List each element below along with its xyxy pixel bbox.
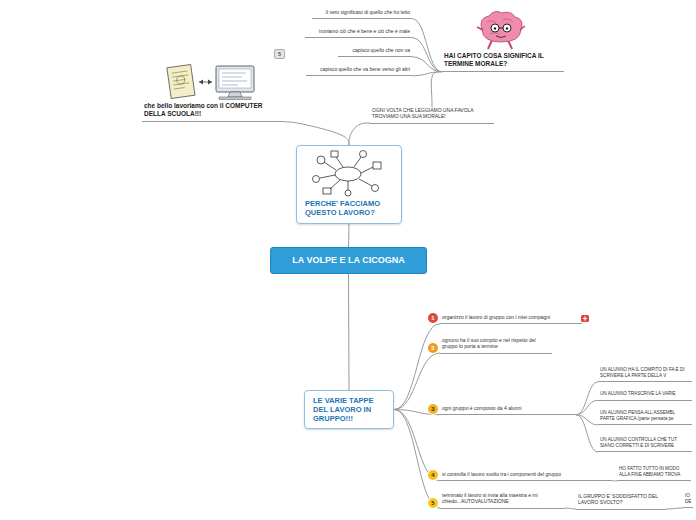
branch-connector — [349, 123, 370, 145]
node-text: OGNI VOLTA CHE LEGGIAMO UNA FAVOLA TROVI… — [372, 107, 492, 120]
branch-topic: OGNI VOLTA CHE LEGGIAMO UNA FAVOLA TROVI… — [370, 107, 494, 124]
brain-character — [477, 12, 525, 49]
node-text: capisco quello che va bene verso gli alt… — [320, 66, 410, 72]
step-topic: si controlla il lavoro svolto tra i comp… — [440, 471, 612, 481]
branch-connector — [348, 224, 350, 247]
step-topic: ogni gruppo è composto da 4 alunni — [440, 405, 576, 415]
central-topic: LA VOLPE E LA CICOGNA — [270, 247, 427, 274]
branch-connector — [412, 38, 442, 72]
leaf-topic: UN ALUNNO PENSA ALL'ASSEMBL PARTE GRAFIC… — [598, 410, 692, 425]
leaf-topic: UN ALUNNO CONTROLLA CHE TUT SIANO CORRET… — [598, 437, 692, 452]
node-text: troviamo ciò che è bene e ciò che è male — [319, 28, 410, 34]
node-text: PERCHE' FACCIAMO QUESTO LAVORO? — [305, 199, 393, 217]
node-text: terminato il lavoro si invia alla maestr… — [442, 492, 563, 505]
main-topic-box: LE VARIE TAPPE DEL LAVORO IN GRUPPO!!! — [304, 390, 394, 429]
branch-connector — [412, 72, 442, 76]
node-text: capisco quello che non va — [352, 47, 410, 53]
concept-sketch — [313, 151, 382, 197]
leaf-topic: troviamo ciò che è bene e ciò che è male — [305, 28, 412, 38]
node-text: IO DE — [685, 493, 691, 504]
node-text: che bello lavoriamo con il COMPUTER DELL… — [144, 102, 281, 118]
leaf-topic: il vero significato di quello che ho let… — [312, 9, 412, 19]
leaf-topic: IL GRUPPO E' SODDISFATTO DEL LAVORO SVOL… — [576, 493, 666, 510]
node-text: LE VARIE TAPPE DEL LAVORO IN GRUPPO!!! — [313, 396, 385, 423]
leaf-topic: IO DE — [683, 493, 693, 508]
branch-connector — [576, 382, 598, 415]
branch-topic: HAI CAPITO COSA SIGNIFICA IL TERMINE MOR… — [442, 52, 564, 72]
callout-number: 2 — [428, 343, 438, 353]
step-topic: organizzo il lavoro di gruppo con i miei… — [440, 314, 582, 324]
leaf-topic: capisco quello che va bene verso gli alt… — [306, 66, 412, 76]
branch-connector — [576, 415, 598, 452]
branch-connector — [394, 353, 440, 410]
node-text: UN ALUNNO PENSA ALL'ASSEMBL PARTE GRAFIC… — [600, 410, 690, 421]
branch-connector — [565, 508, 576, 509]
node-text: ognuno ha il suo compito e nel rispetto … — [442, 337, 550, 350]
branch-connector — [394, 410, 440, 509]
callout-number: 3 — [428, 404, 438, 414]
node-text: HO FATTO TUTTO IN MODO ALLA FINE ABBIAMO… — [619, 466, 689, 477]
branch-topic: che bello lavoriamo con il COMPUTER DELL… — [142, 102, 283, 122]
node-text: UN ALUNNO TRASCRIVE LA VARIE — [600, 391, 690, 397]
node-text: il vero significato di quello che ho let… — [326, 9, 410, 15]
branch-connector — [431, 72, 442, 107]
node-text: IL GRUPPO E' SODDISFATTO DEL LAVORO SVOL… — [578, 493, 664, 506]
plus-icon — [581, 315, 589, 322]
branch-connector — [348, 274, 350, 390]
main-topic-box: PERCHE' FACCIAMO QUESTO LAVORO? — [296, 145, 402, 224]
callout-number: 4 — [428, 470, 438, 480]
leaf-topic: capisco quello che non va — [338, 47, 412, 57]
paper-computer — [167, 64, 254, 99]
node-text: UN ALUNNO HA IL COMPITO DI FA E DI SCRIV… — [600, 367, 690, 378]
node-text: si controlla il lavoro svolto tra i comp… — [442, 471, 610, 477]
branch-connector — [394, 324, 440, 410]
callout-number: 1 — [428, 313, 438, 323]
leaf-topic: UN ALUNNO HA IL COMPITO DI FA E DI SCRIV… — [598, 367, 692, 382]
node-text: HAI CAPITO COSA SIGNIFICA IL TERMINE MOR… — [444, 52, 562, 68]
step-topic: terminato il lavoro si invia alla maestr… — [440, 492, 565, 509]
branch-connector — [283, 122, 349, 145]
node-text: UN ALUNNO CONTROLLA CHE TUT SIANO CORRET… — [600, 437, 690, 448]
callout-number: 5 — [428, 498, 438, 508]
branch-connector — [394, 410, 440, 481]
branch-connector — [576, 400, 598, 415]
leaf-topic: HO FATTO TUTTO IN MODO ALLA FINE ABBIAMO… — [617, 466, 691, 481]
branch-connector — [412, 57, 442, 72]
leaf-topic: UN ALUNNO TRASCRIVE LA VARIE — [598, 391, 692, 401]
branch-connector — [412, 19, 442, 72]
node-text: organizzo il lavoro di gruppo con i miei… — [442, 314, 580, 320]
branch-connector — [666, 508, 683, 509]
number-icon: 5 — [274, 49, 285, 59]
step-topic: ognuno ha il suo compito e nel rispetto … — [440, 337, 552, 354]
node-text: LA VOLPE E LA CICOGNA — [277, 255, 420, 266]
node-text: ogni gruppo è composto da 4 alunni — [442, 405, 574, 411]
